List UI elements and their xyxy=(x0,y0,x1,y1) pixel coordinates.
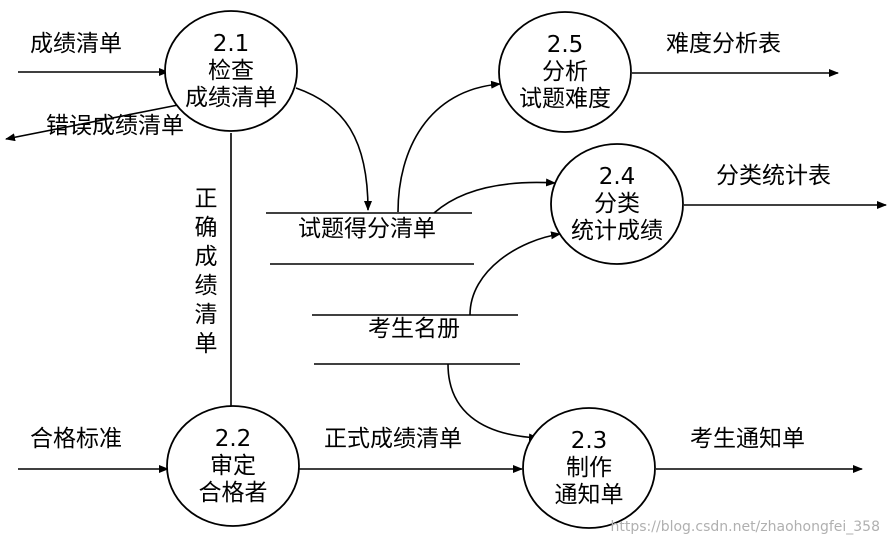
flow-out-notice-label: 考生通知单 xyxy=(690,426,805,452)
flow-roster-to-2-4 xyxy=(469,231,561,316)
process-2-2-line2: 合格者 xyxy=(199,480,268,506)
process-2-4-line1: 分类 xyxy=(594,191,640,217)
process-2-2-id: 2.2 xyxy=(215,426,252,452)
flow-out-difficulty-label: 难度分析表 xyxy=(666,31,781,57)
process-2-5-circle xyxy=(498,11,632,133)
vertical-char: 绩 xyxy=(195,273,218,299)
vertical-char: 成 xyxy=(195,244,218,270)
process-2-4-circle xyxy=(550,143,684,265)
process-2-5: 2.5 分析 试题难度 xyxy=(498,11,632,133)
process-2-3: 2.3 制作 通知单 xyxy=(522,407,656,529)
store-roster-label: 考生名册 xyxy=(368,316,460,342)
process-2-3-id: 2.3 xyxy=(571,428,608,454)
process-2-4-id: 2.4 xyxy=(599,164,636,190)
process-2-3-line2: 通知单 xyxy=(555,482,624,508)
process-2-1-line1: 检查 xyxy=(208,58,254,84)
process-2-5-line2: 试题难度 xyxy=(519,86,611,112)
process-2-1-line2: 成绩清单 xyxy=(185,85,277,111)
store-roster: 考生名册 xyxy=(312,314,520,365)
flow-in-standard-label: 合格标准 xyxy=(30,426,122,452)
vertical-char: 正 xyxy=(195,186,218,212)
flow-2-1-to-store-scores xyxy=(295,87,372,211)
flow-official-scores-label: 正式成绩清单 xyxy=(324,426,462,452)
process-2-1: 2.1 检查 成绩清单 xyxy=(164,10,298,132)
vertical-char: 单 xyxy=(195,331,218,357)
flow-roster-to-2-3 xyxy=(447,363,539,442)
store-scores-label: 试题得分清单 xyxy=(298,216,436,242)
process-2-2-circle xyxy=(166,405,300,527)
process-2-2: 2.2 审定 合格者 xyxy=(166,405,300,527)
process-2-2-line1: 审定 xyxy=(210,453,256,479)
watermark-text: https://blog.csdn.net/zhaohongfei_358 xyxy=(611,519,880,535)
flow-in-scores-label: 成绩清单 xyxy=(30,31,122,57)
flow-store-to-2-5 xyxy=(397,80,501,213)
flow-out-classified-label: 分类统计表 xyxy=(716,163,831,189)
process-2-3-circle xyxy=(522,407,656,529)
vertical-char: 清 xyxy=(195,302,218,328)
flow-out-error-arrow xyxy=(5,104,179,142)
process-2-3-line1: 制作 xyxy=(566,455,612,481)
store-scores-list: 试题得分清单 xyxy=(266,212,474,265)
process-2-4: 2.4 分类 统计成绩 xyxy=(550,143,684,265)
flow-store-to-2-4 xyxy=(433,178,556,214)
process-2-1-id: 2.1 xyxy=(213,31,250,57)
vertical-char: 确 xyxy=(195,215,218,241)
process-2-5-id: 2.5 xyxy=(547,32,584,58)
flow-out-error-label: 错误成绩清单 xyxy=(46,113,184,139)
flow-correct-scores-label: 正 确 成 绩 清 单 xyxy=(195,186,218,357)
process-2-4-line2: 统计成绩 xyxy=(571,218,663,244)
process-2-5-line1: 分析 xyxy=(542,59,588,85)
process-2-1-circle xyxy=(164,10,298,132)
